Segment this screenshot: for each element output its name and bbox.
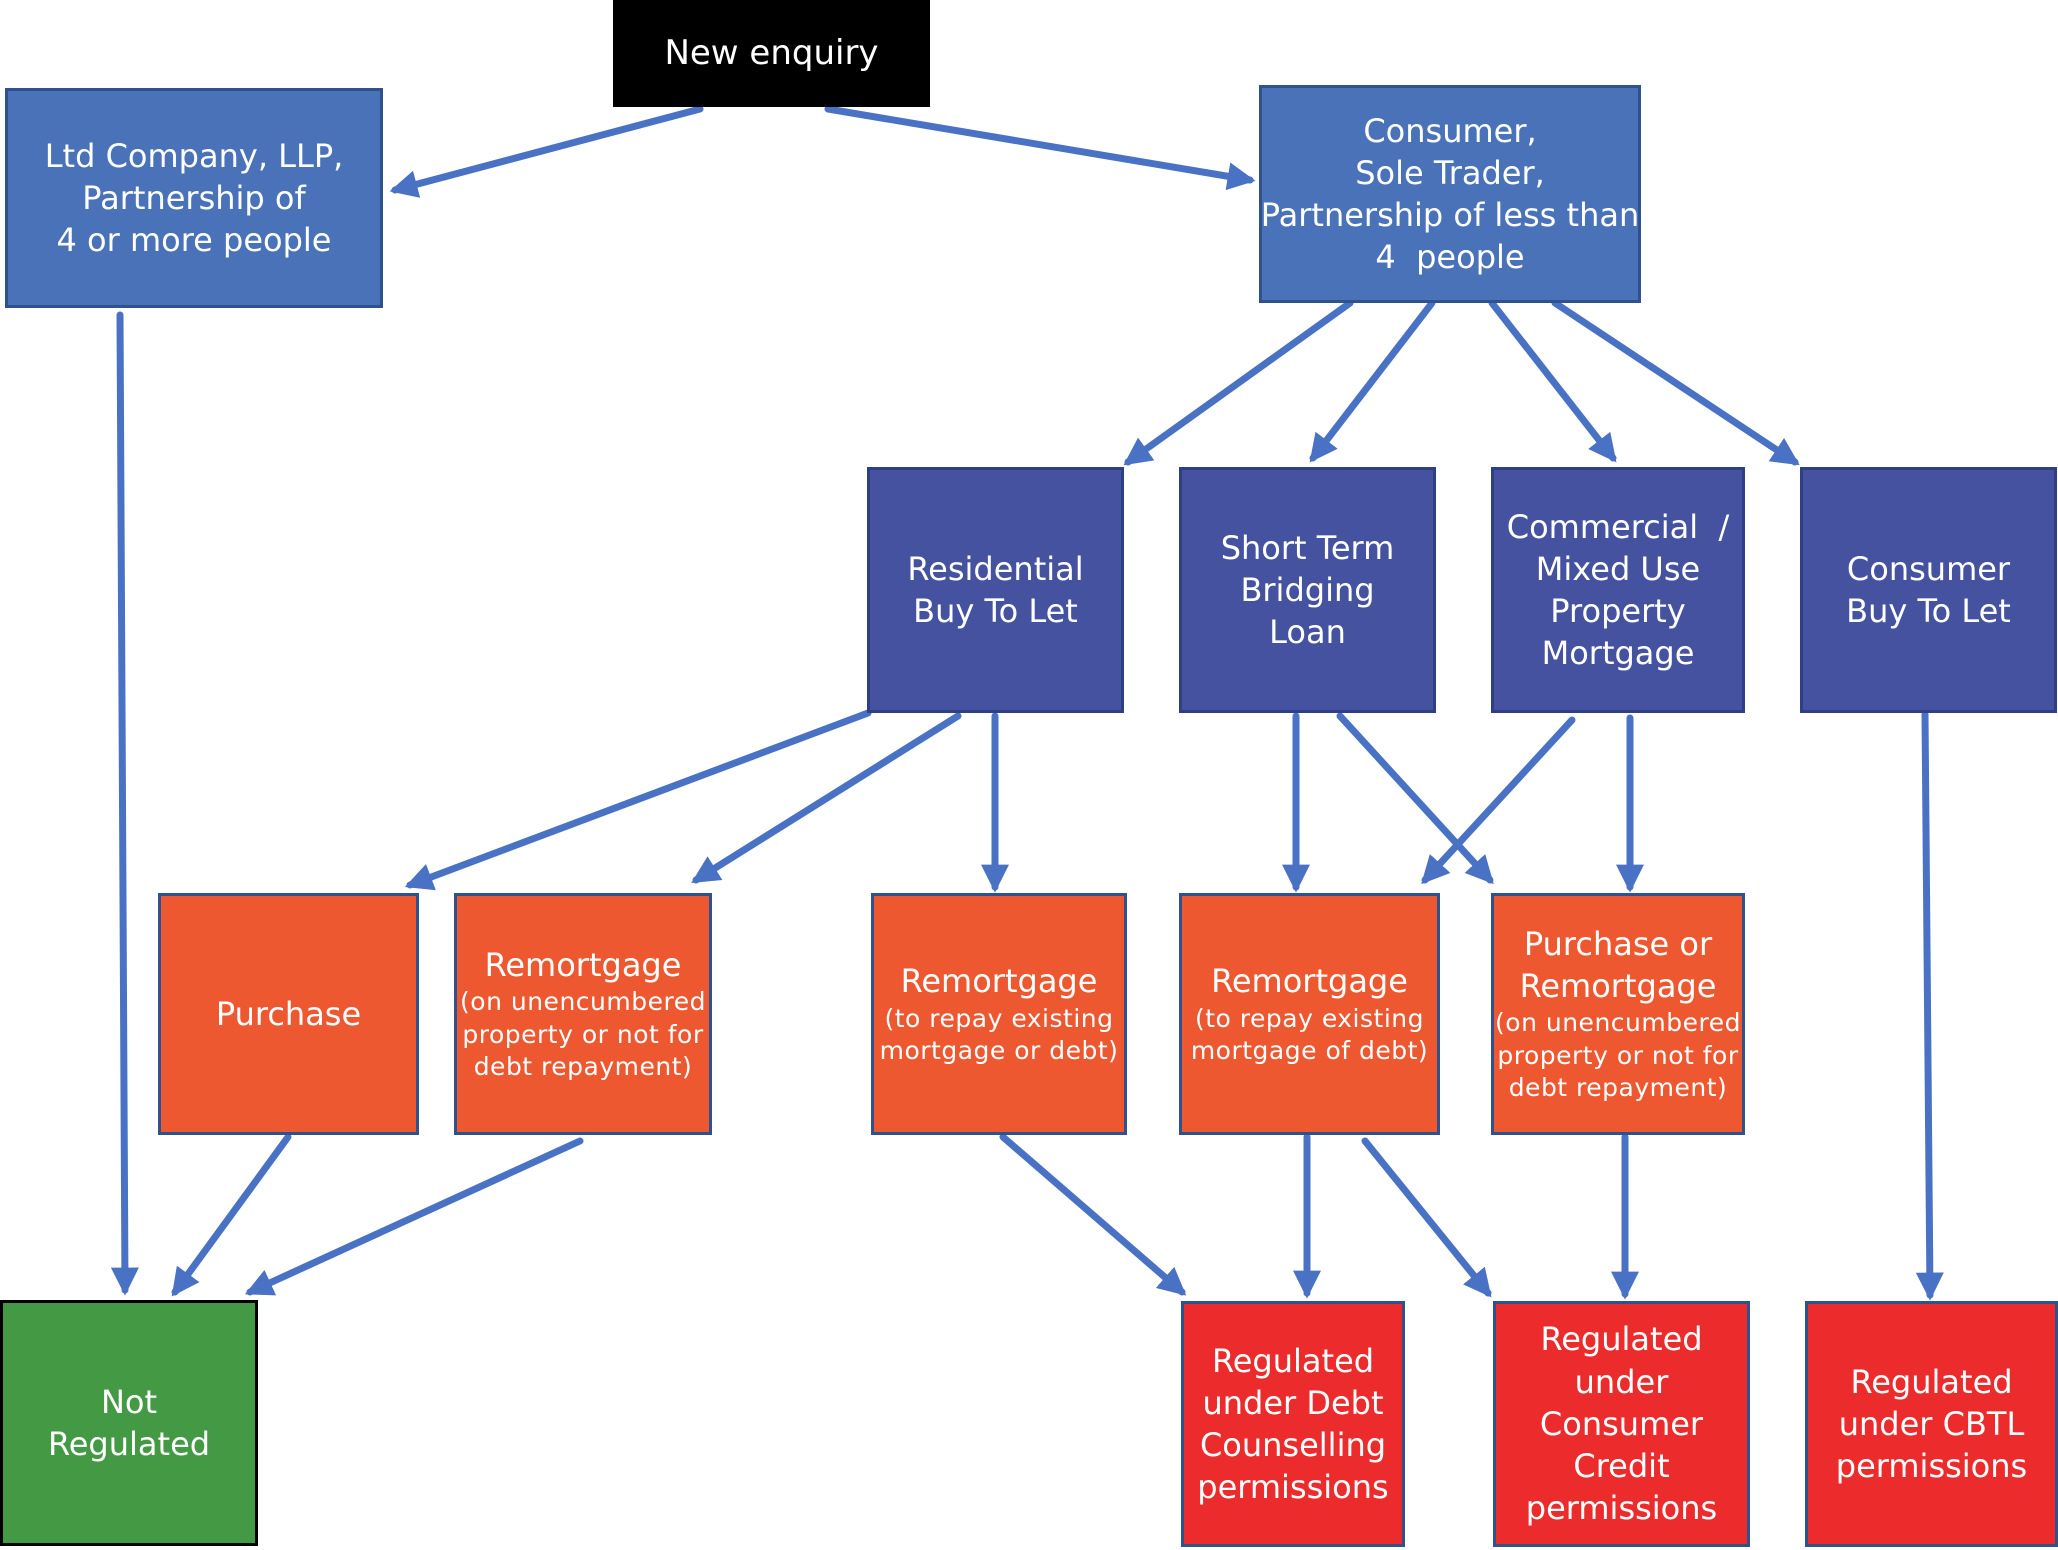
ltd-company-line-3: 4 or more people bbox=[56, 221, 332, 260]
residential-btl-line-1: Residential bbox=[907, 549, 1084, 588]
new-enquiry-box: New enquiry bbox=[613, 0, 930, 107]
regulated-debt-line-1: Regulated bbox=[1211, 1341, 1375, 1380]
not-regulated-line-1: Not bbox=[100, 1382, 158, 1421]
arrow-bridging-to-purchase-or-remortgage bbox=[1336, 712, 1494, 885]
regulated-debt-line-4: permissions bbox=[1197, 1468, 1389, 1507]
consumer-line-1: Consumer, bbox=[1363, 111, 1537, 150]
remortgage-unencumbered-title: Remortgage bbox=[484, 946, 682, 985]
arrow-consumer-to-consumer-btl bbox=[1551, 299, 1800, 466]
purchase-or-remortgage-box: Purchase or Remortgage (on unencumbered … bbox=[1491, 893, 1745, 1135]
bridging-line-1: Short Term bbox=[1220, 528, 1395, 567]
arrow-enquiry-to-consumer bbox=[824, 105, 1256, 191]
commercial-mixed-use-box: Commercial / Mixed Use Property Mortgage bbox=[1491, 467, 1745, 713]
arrow-residential-to-remortgage-unencumbered bbox=[691, 712, 962, 884]
purchase-or-remortgage-title-1: Purchase or bbox=[1523, 925, 1713, 964]
commercial-line-4: Mortgage bbox=[1541, 634, 1695, 673]
arrow-ltd-to-not-regulated bbox=[110, 311, 139, 1296]
arrow-remortgage-unencumbered-to-not-regulated bbox=[244, 1137, 584, 1296]
commercial-line-1: Commercial / bbox=[1506, 507, 1730, 546]
commercial-line-3: Property bbox=[1550, 592, 1686, 630]
arrow-commercial-to-remortgage-repay bbox=[1421, 716, 1576, 885]
remortgage-repay-title: Remortgage bbox=[900, 962, 1098, 1001]
regulated-debt-line-3: Counselling bbox=[1199, 1426, 1387, 1464]
bridging-line-3: Loan bbox=[1269, 613, 1346, 652]
remortgage-repay-box: Remortgage (to repay existing mortgage o… bbox=[871, 893, 1127, 1135]
remortgage-unencumbered-detail-1: (on unencumbered bbox=[460, 987, 706, 1017]
remortgage-repay-bridging-detail-2: mortgage of debt) bbox=[1190, 1036, 1429, 1066]
regulated-cc-line-2: under bbox=[1574, 1362, 1669, 1401]
bridging-line-2: Bridging bbox=[1240, 570, 1375, 609]
consumer-btl-line-1: Consumer bbox=[1846, 549, 2011, 588]
consumer-btl-line-2: Buy To Let bbox=[1846, 592, 2011, 630]
purchase-or-remortgage-detail-2: property or not for bbox=[1497, 1040, 1739, 1070]
remortgage-unencumbered-detail-2: property or not for bbox=[462, 1019, 704, 1049]
purchase-or-remortgage-title-2: Remortgage bbox=[1519, 967, 1717, 1006]
arrow-consumer-to-bridging bbox=[1309, 299, 1436, 463]
ltd-company-line-2: Partnership of bbox=[82, 178, 306, 217]
new-enquiry-label: New enquiry bbox=[664, 33, 879, 74]
remortgage-repay-detail-1: (to repay existing bbox=[884, 1003, 1114, 1033]
purchase-box: Purchase bbox=[158, 893, 419, 1135]
regulated-cbtl-line-1: Regulated bbox=[1850, 1362, 2013, 1401]
remortgage-repay-bridging-box: Remortgage (to repay existing mortgage o… bbox=[1179, 893, 1440, 1135]
remortgage-unencumbered-box: Remortgage (on unencumbered property or … bbox=[454, 893, 712, 1135]
consumer-line-3: Partnership of less than bbox=[1260, 196, 1640, 234]
regulated-consumer-credit-box: Regulated under Consumer Credit permissi… bbox=[1493, 1301, 1750, 1547]
regulated-debt-line-2: under Debt bbox=[1202, 1383, 1384, 1422]
regulated-cc-line-3: Consumer bbox=[1539, 1404, 1704, 1443]
short-term-bridging-box: Short Term Bridging Loan bbox=[1179, 467, 1436, 713]
regulated-cbtl-line-2: under CBTL bbox=[1838, 1404, 2025, 1443]
regulated-cbtl-box: Regulated under CBTL permissions bbox=[1805, 1301, 2058, 1547]
residential-btl-line-2: Buy To Let bbox=[913, 592, 1078, 630]
remortgage-repay-bridging-detail-1: (to repay existing bbox=[1194, 1003, 1424, 1033]
regulated-cbtl-line-3: permissions bbox=[1835, 1447, 2028, 1486]
regulated-cc-line-5: permissions bbox=[1525, 1489, 1718, 1528]
consumer-btl-box: Consumer Buy To Let bbox=[1800, 467, 2057, 713]
remortgage-repay-detail-2: mortgage or debt) bbox=[879, 1036, 1119, 1066]
arrow-remortgage-repay2-to-consumer-credit bbox=[1361, 1137, 1492, 1298]
arrow-consumer-to-commercial bbox=[1488, 299, 1617, 463]
ltd-company-box: Ltd Company, LLP, Partnership of 4 or mo… bbox=[5, 88, 383, 308]
not-regulated-line-2: Regulated bbox=[47, 1425, 211, 1463]
arrow-consumer-btl-to-cbtl bbox=[1915, 710, 1944, 1301]
commercial-line-2: Mixed Use bbox=[1535, 549, 1701, 588]
arrow-residential-to-purchase bbox=[404, 709, 872, 891]
purchase-or-remortgage-detail-1: (on unencumbered bbox=[1495, 1008, 1741, 1038]
arrow-remortgage-repay-to-debt-counselling bbox=[999, 1133, 1187, 1296]
consumer-line-2: Sole Trader, bbox=[1355, 153, 1545, 192]
regulated-debt-counselling-box: Regulated under Debt Counselling permiss… bbox=[1181, 1301, 1405, 1547]
arrow-purchase-to-not-regulated bbox=[171, 1133, 292, 1297]
remortgage-repay-bridging-title: Remortgage bbox=[1211, 962, 1408, 1001]
regulated-cc-line-1: Regulated bbox=[1540, 1320, 1703, 1359]
residential-btl-box: Residential Buy To Let bbox=[867, 467, 1124, 713]
ltd-company-line-1: Ltd Company, LLP, bbox=[44, 136, 344, 175]
purchase-label: Purchase bbox=[215, 994, 362, 1033]
consumer-entity-box: Consumer, Sole Trader, Partnership of le… bbox=[1259, 85, 1641, 303]
not-regulated-box: Not Regulated bbox=[0, 1300, 258, 1546]
arrow-consumer-to-residential-btl bbox=[1123, 299, 1354, 466]
regulated-cc-line-4: Credit bbox=[1573, 1447, 1670, 1486]
consumer-line-4: 4 people bbox=[1375, 238, 1525, 277]
arrow-enquiry-to-ltd bbox=[389, 105, 704, 198]
purchase-or-remortgage-detail-3: debt repayment) bbox=[1508, 1073, 1728, 1103]
remortgage-unencumbered-detail-3: debt repayment) bbox=[473, 1052, 693, 1082]
